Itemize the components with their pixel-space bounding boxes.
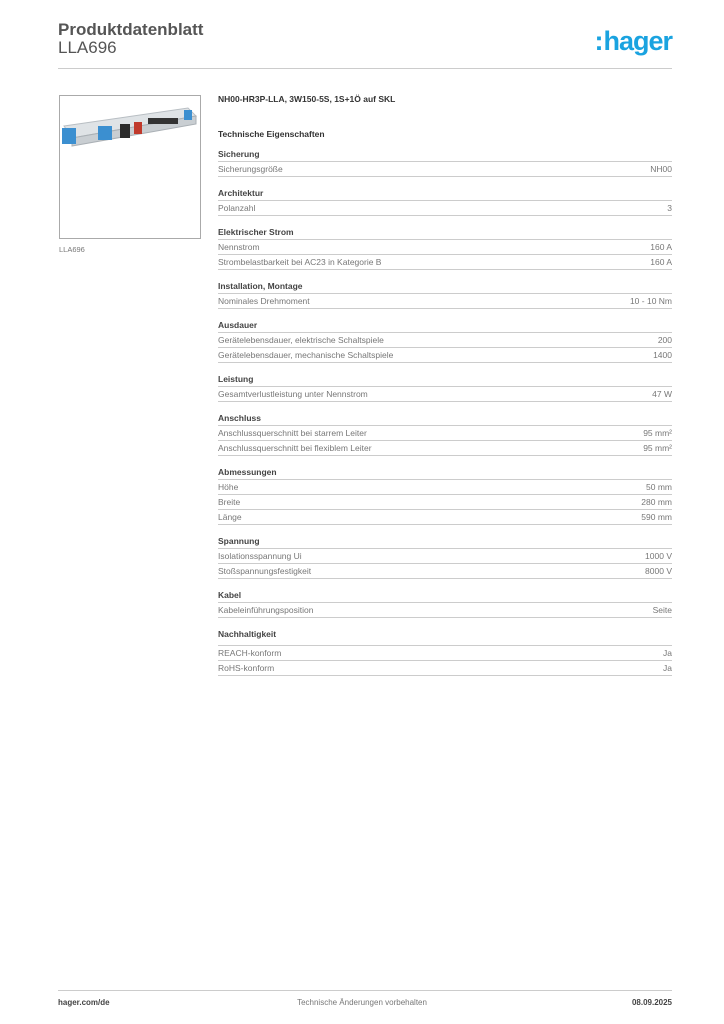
spec-label: Nominales Drehmoment [218, 296, 310, 306]
spec-row: Gerätelebensdauer, mechanische Schaltspi… [218, 348, 672, 363]
spec-value: 95 mm² [643, 428, 672, 438]
spec-row: Kabeleinführungsposition Seite [218, 603, 672, 618]
spec-label: Anschlussquerschnitt bei flexiblem Leite… [218, 443, 372, 453]
image-caption: LLA696 [59, 245, 85, 254]
hager-logo: :hager [594, 26, 673, 56]
section-heading: Leistung [218, 372, 672, 387]
spec-value: Seite [652, 605, 672, 615]
spec-label: Isolationsspannung Ui [218, 551, 302, 561]
section-heading: Nachhaltigkeit [218, 627, 672, 646]
spec-row: Stoßspannungsfestigkeit 8000 V [218, 564, 672, 579]
spec-row: Strombelastbarkeit bei AC23 in Kategorie… [218, 255, 672, 270]
spec-row: Isolationsspannung Ui 1000 V [218, 549, 672, 564]
section-heading: Sicherung [218, 147, 672, 162]
section-heading: Elektrischer Strom [218, 225, 672, 240]
spec-label: Gerätelebensdauer, elektrische Schaltspi… [218, 335, 384, 345]
spec-row: Länge 590 mm [218, 510, 672, 525]
spec-label: Länge [218, 512, 242, 522]
section-heading: Ausdauer [218, 318, 672, 333]
spec-label: Gerätelebensdauer, mechanische Schaltspi… [218, 350, 394, 360]
spec-value: 50 mm [646, 482, 672, 492]
spec-value: 1000 V [645, 551, 672, 561]
spec-value: 590 mm [641, 512, 672, 522]
section-heading: Anschluss [218, 411, 672, 426]
spec-label: Breite [218, 497, 241, 507]
spec-value: 10 - 10 Nm [629, 296, 672, 306]
footer-date: 08.09.2025 [631, 998, 672, 1007]
spec-label: Nennstrom [218, 242, 260, 252]
product-image [59, 95, 201, 239]
tech-properties-heading: Technische Eigenschaften [218, 129, 325, 139]
spec-row: Nennstrom 160 A [218, 240, 672, 255]
section-heading: Kabel [218, 588, 672, 603]
spec-value: 47 W [652, 389, 672, 399]
spec-value: 95 mm² [643, 443, 672, 453]
footer-note: Technische Änderungen vorbehalten [297, 998, 427, 1007]
spec-value: 160 A [650, 242, 672, 252]
article-number: LLA696 [58, 38, 117, 57]
product-image-illustration [62, 107, 198, 147]
section-heading: Abmessungen [218, 465, 672, 480]
header-divider [58, 68, 672, 69]
section-heading: Installation, Montage [218, 279, 672, 294]
spec-label: RoHS-konform [218, 663, 275, 673]
spec-value: Ja [663, 663, 672, 673]
spec-row: Polanzahl 3 [218, 201, 672, 216]
spec-value: Ja [663, 648, 672, 658]
spec-row: Gesamtverlustleistung unter Nennstrom 47 … [218, 387, 672, 402]
spec-value: 280 mm [641, 497, 672, 507]
section-heading: Spannung [218, 534, 672, 549]
spec-value: 3 [667, 203, 672, 213]
spec-row: Anschlussquerschnitt bei starrem Leiter 9… [218, 426, 672, 441]
footer-website[interactable]: hager.com/de [58, 998, 110, 1007]
spec-label: Polanzahl [218, 203, 256, 213]
spec-label: Höhe [218, 482, 239, 492]
spec-row: Anschlussquerschnitt bei flexiblem Leite… [218, 441, 672, 456]
spec-value: 1400 [653, 350, 672, 360]
spec-label: Strombelastbarkeit bei AC23 in Kategorie… [218, 257, 382, 267]
spec-value: 200 [657, 335, 672, 345]
page-title: Produktdatenblatt [58, 20, 204, 39]
spec-label: Sicherungsgröße [218, 164, 283, 174]
product-content: NH00-HR3P-LLA, 3W150-5S, 1S+1Ö auf SKL T… [218, 94, 672, 676]
spec-row: Sicherungsgröße NH00 [218, 162, 672, 177]
spec-label: Gesamtverlustleistung unter Nennstrom [218, 389, 368, 399]
spec-value: 8000 V [645, 566, 672, 576]
spec-label: Stoßspannungsfestigkeit [218, 566, 312, 576]
spec-label: REACH-konform [218, 648, 282, 658]
product-name: NH00-HR3P-LLA, 3W150-5S, 1S+1Ö auf SKL [218, 94, 396, 104]
spec-label: Kabeleinführungsposition [218, 605, 314, 615]
spec-value: 160 A [650, 257, 672, 267]
spec-row: Breite 280 mm [218, 495, 672, 510]
spec-row: RoHS-konform Ja [218, 661, 672, 676]
spec-row: Höhe 50 mm [218, 480, 672, 495]
spec-value: NH00 [650, 164, 672, 174]
spec-row: Nominales Drehmoment 10 - 10 Nm [218, 294, 672, 309]
section-heading: Architektur [218, 186, 672, 201]
spec-row: Gerätelebensdauer, elektrische Schaltspi… [218, 333, 672, 348]
footer-divider [58, 990, 672, 991]
spec-label: Anschlussquerschnitt bei starrem Leiter [218, 428, 367, 438]
spec-row: REACH-konform Ja [218, 646, 672, 661]
